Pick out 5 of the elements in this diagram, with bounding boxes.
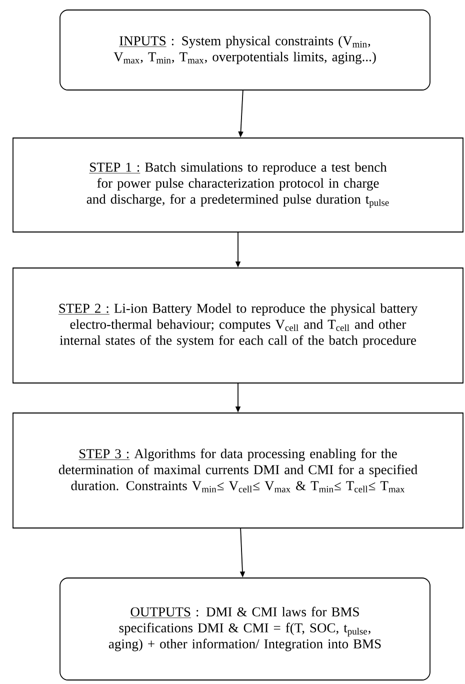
terminal-box: INPUTS : System physical constraints (V$_{min}$, V$_{max}$, T$_{min}$, T$_{max}$, overpotentials limits, aging...) xyxy=(60,10,430,90)
process-box: STEP 3 : Algorithms for data processing enabling for the determination of maximal currents DMI and CMI for a specified duration. Constraints V$_{min}$≤ V$_{cell}$≤ V$_{max}$ & T$_{min}$≤ T$_{cell}$≤ T$_{max}$ xyxy=(12,412,464,528)
process-box: STEP 2 : Li-ion Battery Model to reproduce the physical battery electro-thermal behaviour; computes V$_{cell}$ and T$_{cell}$ and other internal states of the system for each call of the batch procedure xyxy=(12,268,464,384)
terminal-box: OUTPUTS : DMI & CMI laws for BMS specifications DMI & CMI = f(T, SOC, t$_{pulse}$, aging) + other information/ Integration into BMS xyxy=(60,578,430,680)
process-box: STEP 1 : Batch simulations to reproduce a test bench for power pulse characterization protocol in charge and discharge, for a predetermined pulse duration t$_{pulse}$ xyxy=(12,138,464,232)
